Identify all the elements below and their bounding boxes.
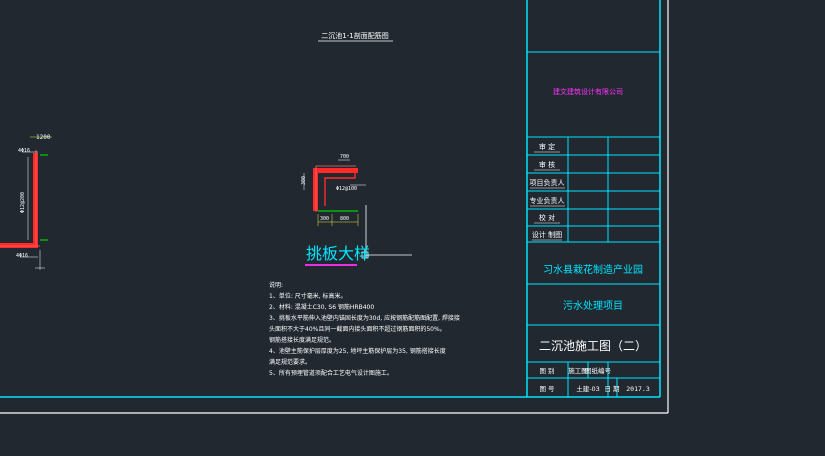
role-project-lead: 项目负责人 (530, 178, 565, 187)
row2-label2: 日 期 (604, 385, 620, 393)
cantilever-detail: 700 300 Φ12@100 300 800 (301, 154, 412, 259)
sheet-info: 图 别 施工图 图纸编号 图 号 土建-03 日 期 2017.3 (539, 366, 649, 393)
detail-rebar-label: Φ12@100 (336, 186, 357, 192)
row2-value: 土建-03 (576, 384, 600, 393)
row1-label2: 图纸编号 (585, 366, 612, 375)
role-underlines (530, 151, 565, 241)
note-line: 头面积不大于40%且同一截面内接头面积不超过钢筋面积的50%。 (269, 325, 446, 333)
project-name: 习水县栽花制造产业园 (543, 263, 643, 276)
detail-title: 挑板大样 (306, 244, 370, 263)
drawing-frame (0, 0, 669, 414)
signature-roles: 审 定 审 核 项目负责人 专业负责人 校 对 设计 制图 (530, 142, 565, 239)
note-line: 2、材料: 混凝土C30, S6 钢筋HRB400 (269, 303, 374, 311)
row1-value: 施工图 (568, 366, 588, 375)
left-label-b: 4Φ16 (16, 253, 28, 259)
detail-dim-bottom-a: 300 (320, 216, 329, 222)
note-line: 4、池壁主筋保护层厚度为25, 地坪主筋保护层为35, 钢筋搭接长度 (269, 347, 446, 355)
left-label-a: 4Φ16 (18, 148, 30, 154)
note-line: 钢筋搭接长度满足规范。 (269, 336, 335, 344)
title-block (527, 51, 660, 397)
note-heading: 说明: (269, 281, 283, 289)
detail-dim-bottom-b: 800 (340, 216, 349, 222)
note-line: 满足规范要求。 (269, 358, 311, 366)
left-label-mid: Φ12@200 (20, 192, 26, 213)
left-dim-top: 1200 (36, 134, 51, 141)
role-review: 审 核 (539, 160, 555, 169)
role-approve: 审 定 (539, 142, 555, 151)
section-title: 二沉池1-1剖面配筋图 (321, 31, 388, 40)
row2-date: 2017.3 (626, 385, 650, 393)
role-designer: 设计 制图 (532, 230, 562, 239)
note-line: 5、所有预埋管道须配合工艺电气设计图施工。 (269, 369, 393, 377)
role-check: 校 对 (539, 213, 555, 222)
detail-dim-top: 700 (340, 154, 349, 160)
subproject-name: 污水处理项目 (563, 300, 623, 312)
note-line: 3、挑板水平筋伸入池壁内锚固长度为30d, 应按钢筋配筋图配置, 焊接接 (269, 314, 460, 322)
left-section: 1200 4Φ16 Φ12@200 4Φ16 (0, 134, 52, 270)
row2-label: 图 号 (539, 385, 555, 393)
note-line: 1、单位: 尺寸毫米, 标高米。 (269, 292, 347, 300)
sheet-title: 二沉池施工图（二） (539, 339, 647, 353)
design-notes: 说明: 1、单位: 尺寸毫米, 标高米。 2、材料: 混凝土C30, S6 钢筋… (269, 281, 460, 377)
detail-dim-left: 300 (301, 176, 307, 185)
row1-label: 图 别 (539, 366, 554, 375)
role-discipline-lead: 专业负责人 (530, 196, 565, 205)
company-name: 建文建筑设计有限公司 (553, 87, 623, 96)
